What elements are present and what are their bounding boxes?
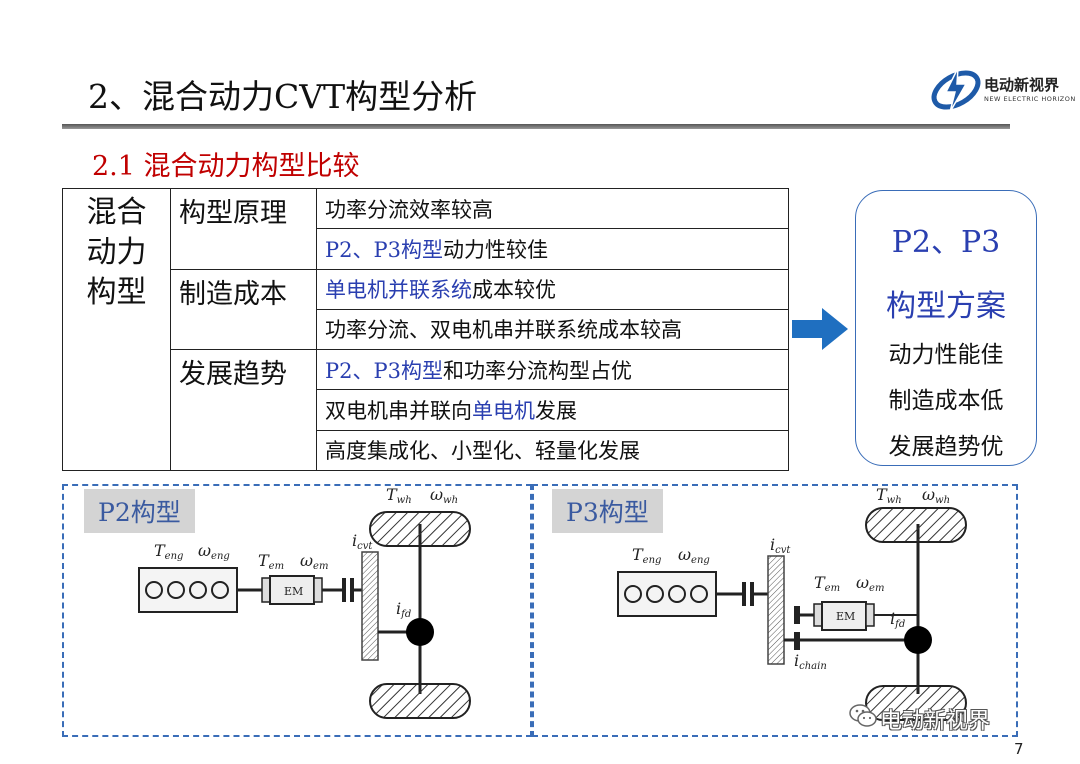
callout-bullet: 动力性能佳 <box>888 342 1004 368</box>
logo-name-en: NEW ELECTRIC HORIZON <box>984 95 1076 103</box>
callout-bullet: 发展趋势优 <box>888 434 1004 460</box>
brand-logo: 电动新视界 NEW ELECTRIC HORIZON <box>928 62 1078 118</box>
table-row: 高度集成化、小型化、轻量化发展 <box>63 429 789 471</box>
svg-text:ωem: ωem <box>300 551 328 572</box>
svg-text:ωem: ωem <box>856 573 884 594</box>
svg-text:icvt: icvt <box>770 535 791 556</box>
svg-text:Twh: Twh <box>876 485 902 506</box>
table-content-cell: 双电机串并联向单电机发展 <box>316 389 789 431</box>
cell-text-segment: 单电机并联系统 <box>325 278 472 303</box>
p2-panel <box>62 484 532 737</box>
slide-title: 2、混合动力CVT构型分析 <box>88 77 478 116</box>
top-wheel <box>369 511 471 547</box>
cell-text-segment: 发展 <box>535 399 577 424</box>
right-arrow-icon <box>792 308 848 350</box>
callout-line-2: 构型方案 <box>886 289 1006 324</box>
table-category-cell: 混合 动力 构型 <box>62 188 171 471</box>
svg-text:Teng: Teng <box>154 541 183 562</box>
chain-sprocket <box>794 632 800 650</box>
section-subtitle: 2.1 混合动力构型比较 <box>92 151 360 182</box>
p3-panel-label: P3构型 <box>552 489 663 533</box>
em-label: EM <box>284 585 303 598</box>
cell-text-segment: 和功率分流构型占优 <box>442 358 632 383</box>
svg-text:ωeng: ωeng <box>198 541 230 562</box>
table-aspect-cell: 发展趋势 <box>170 349 317 471</box>
svg-text:Teng: Teng <box>632 545 661 566</box>
conclusion-callout: P2、P3 构型方案 动力性能佳 制造成本低 发展趋势优 <box>855 190 1037 466</box>
logo-name-cn: 电动新视界 <box>984 76 1060 94</box>
table-aspect-cell: 制造成本 <box>170 268 317 351</box>
cell-text-segment: 成本较优 <box>472 278 556 303</box>
table-content-cell: 功率分流、双电机串并联系统成本较高 <box>316 308 789 351</box>
cell-text-segment: 双电机串并联向 <box>325 399 472 424</box>
engine-block <box>138 567 238 613</box>
electric-motor: EM <box>261 575 323 605</box>
cell-text-segment: 高度集成化、小型化、轻量化发展 <box>325 439 640 464</box>
cell-text-segment: P2、P3构型 <box>325 237 443 262</box>
svg-text:ωwh: ωwh <box>922 485 950 506</box>
table-content-cell: 单电机并联系统成本较优 <box>316 268 789 310</box>
table-aspect-cell: 构型原理 <box>170 188 317 270</box>
final-drive <box>406 618 434 646</box>
title-divider <box>62 124 1010 129</box>
table-content-cell: P2、P3构型动力性较佳 <box>316 228 789 270</box>
svg-text:ifd: ifd <box>890 609 905 630</box>
table-content-cell: P2、P3构型和功率分流构型占优 <box>316 349 789 391</box>
table-row: 混合 动力 构型构型原理功率分流效率较高 <box>62 187 789 471</box>
watermark: 电动新视界 <box>880 709 991 734</box>
table-row: 双电机串并联向单电机发展 <box>63 389 789 431</box>
p3-panel <box>532 484 1018 737</box>
cell-text-segment: 功率分流效率较高 <box>325 197 493 222</box>
svg-text:icvt: icvt <box>352 531 373 552</box>
em-label: EM <box>836 610 855 623</box>
lightning-globe-icon <box>931 67 981 113</box>
svg-text:Tem: Tem <box>258 551 284 572</box>
engine-block <box>617 571 717 617</box>
cell-text-segment: 单电机 <box>472 399 535 424</box>
svg-text:ωeng: ωeng <box>678 545 710 566</box>
final-drive <box>904 626 932 654</box>
cvt-unit <box>361 551 379 661</box>
p3-powertrain-diagram: EM Teng ωeng icvt Tem ωem ifd ichain Twh… <box>617 485 967 721</box>
svg-text:ωwh: ωwh <box>430 485 458 506</box>
p2-powertrain-diagram: EM Teng ωeng Tem ωem icvt ifd Twh ωwh <box>138 485 471 719</box>
p2-panel-label: P2构型 <box>84 489 195 533</box>
table-content-cell: 高度集成化、小型化、轻量化发展 <box>316 429 789 471</box>
table-row: 制造成本单电机并联系统成本较优 <box>63 268 789 351</box>
cell-text-segment: P2、P3构型 <box>325 358 443 383</box>
svg-text:Tem: Tem <box>814 573 840 594</box>
cvt-unit <box>767 555 785 665</box>
bottom-wheel <box>369 683 471 719</box>
cell-text-segment: 动力性较佳 <box>442 237 548 262</box>
table-content-cell: 功率分流效率较高 <box>316 187 789 230</box>
svg-text:ichain: ichain <box>794 651 827 672</box>
cell-text-segment: 功率分流、双电机串并联系统成本较高 <box>325 318 682 343</box>
wechat-icon <box>849 704 877 727</box>
top-wheel <box>865 507 967 543</box>
callout-bullet: 制造成本低 <box>888 388 1004 414</box>
electric-motor: EM <box>813 601 875 631</box>
page-number: 7 <box>1014 740 1024 758</box>
bottom-wheel <box>865 685 967 721</box>
callout-line-1: P2、P3 <box>891 225 1001 260</box>
svg-text:ifd: ifd <box>396 599 411 620</box>
svg-text:Twh: Twh <box>386 485 412 506</box>
